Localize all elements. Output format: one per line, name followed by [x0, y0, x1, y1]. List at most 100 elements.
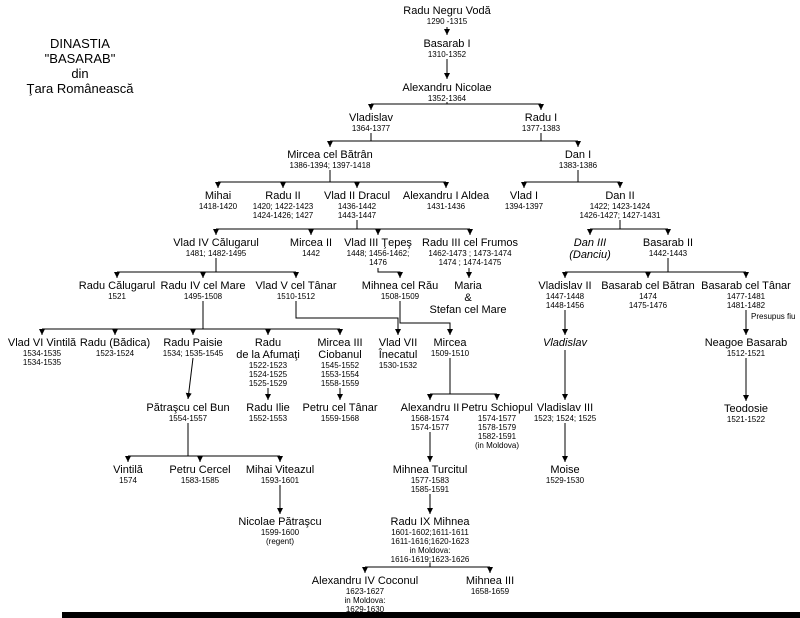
title-line-4: Ţara Românească	[26, 81, 134, 96]
person-name: Maria	[454, 280, 482, 292]
person-name: Vlad IV Călugarul	[173, 237, 259, 249]
person-radu-badica: Radu (Bădica) 1523-1524	[80, 337, 150, 358]
person-dates: (regent)	[265, 537, 294, 546]
person-name: Ciobanul	[318, 349, 362, 361]
person-dates: 1476	[369, 258, 387, 267]
person-dates: 1443-1447	[337, 211, 377, 220]
person-name: Mircea cel Bătrân	[287, 149, 373, 161]
person-dates: 1377-1383	[521, 124, 561, 133]
person-dates: 1310-1352	[427, 50, 467, 59]
person-dates: 1601-1602;1611-1611	[391, 528, 469, 537]
person-radu-calugarul: Radu Călugarul 1521	[79, 280, 155, 301]
person-name: Vlad V cel Tânar	[255, 280, 337, 292]
person-name: Radu Ilie	[246, 402, 290, 414]
person-dates: 1568-1574	[410, 414, 450, 423]
person-dan-i: Dan I 1383-1386	[559, 149, 597, 170]
person-dates: 1436-1442	[337, 202, 377, 211]
person-dates: 1495-1508	[183, 292, 223, 301]
person-name: Stefan cel Mare	[429, 304, 507, 316]
person-mircea: Mircea 1509-1510	[431, 337, 469, 358]
person-name: (Danciu)	[569, 249, 611, 261]
person-dates: 1386-1394; 1397-1418	[289, 161, 371, 170]
person-name: Petru Schiopul	[461, 402, 533, 414]
person-name: Dan III	[573, 237, 607, 249]
person-radu-de-la-afumati: Radu de la Afumaţi 1522-1523 1524-1525 1…	[236, 337, 300, 388]
person-dates: 1447-1448	[545, 292, 585, 301]
person-dates: 1524-1525	[248, 370, 288, 379]
person-basarab-cel-tanar: Basarab cel Tânar 1477-1481 1481-1482	[701, 280, 791, 310]
person-mihai-viteazul: Mihai Viteazul 1593-1601	[246, 464, 314, 485]
person-petru-cel-tanar: Petru cel Tânar 1559-1568	[302, 402, 377, 423]
person-dates: 1585-1591	[410, 485, 450, 494]
person-radu-i: Radu I 1377-1383	[522, 112, 560, 133]
person-alexandru-iv-coconul: Alexandru IV Coconul 1623-1627 in Moldov…	[312, 575, 418, 614]
person-vladislav-iii: Vladislav III 1523; 1524; 1525	[534, 402, 596, 423]
person-dates: 1530-1532	[378, 361, 418, 370]
person-neagoe-basarab: Neagoe Basarab 1512-1521	[705, 337, 788, 358]
person-dates: 1481-1482	[726, 301, 766, 310]
person-radu-ix-mihnea: Radu IX Mihnea 1601-1602;1611-1611 1611-…	[391, 516, 470, 564]
person-vlad-vi-vintila: Vlad VI Vintilă 1534-1535 1534-1535	[8, 337, 76, 367]
title-line-3: din	[71, 66, 89, 81]
person-mircea-cel-batran: Mircea cel Bătrân 1386-1394; 1397-1418	[287, 149, 373, 170]
person-dates: 1418-1420	[198, 202, 238, 211]
person-name: Mircea	[433, 337, 467, 349]
person-dates: 1364-1377	[351, 124, 391, 133]
person-dates: in Moldova:	[409, 546, 451, 555]
person-name: Alexandru I Aldea	[402, 190, 490, 202]
person-dates: 1426-1427; 1427-1431	[579, 211, 661, 220]
person-name: Moise	[550, 464, 580, 476]
person-dates: 1474 ; 1474-1475	[438, 258, 502, 267]
person-name: Mircea II	[289, 237, 333, 249]
person-vlad-vii-inecatul: Vlad VII Înecatul 1530-1532	[379, 337, 418, 370]
title-line-1: DINASTIA	[50, 36, 110, 51]
person-vlad-iv-calugarul: Vlad IV Călugarul 1481; 1482-1495	[173, 237, 259, 258]
person-name: Petru Cercel	[169, 464, 231, 476]
person-name: Alexandru IV Coconul	[311, 575, 419, 587]
person-name: Vintilă	[113, 464, 143, 476]
person-moise: Moise 1529-1530	[546, 464, 584, 485]
person-name: &	[464, 292, 472, 304]
person-radu-paisie: Radu Paisie 1534; 1535-1545	[163, 337, 224, 358]
person-dates: 1521	[108, 292, 126, 301]
person-mircea-iii-ciobanul: Mircea III Ciobanul 1545-1552 1553-1554 …	[317, 337, 362, 388]
person-dates: 1525-1529	[248, 379, 288, 388]
presupus-fiu-label: Presupus fiu	[751, 312, 796, 321]
person-dates: 1578-1579	[477, 423, 517, 432]
person-dates: 1394-1397	[504, 202, 544, 211]
person-name: Înecatul	[378, 349, 418, 361]
person-dates: 1616-1619;1623-1626	[390, 555, 470, 564]
person-dates: 1523; 1524; 1525	[533, 414, 597, 423]
person-name: Mihnea Turcitul	[392, 464, 468, 476]
person-name: Mihai	[204, 190, 232, 202]
person-name: Radu (Bădica)	[79, 337, 151, 349]
person-name: Vlad I	[509, 190, 539, 202]
person-petru-cercel: Petru Cercel 1583-1585	[169, 464, 230, 485]
person-basarab-ii: Basarab II 1442-1443	[643, 237, 693, 258]
person-name: Basarab I	[423, 38, 471, 50]
person-dates: 1611-1616;1620-1623	[390, 537, 470, 546]
person-dates: 1462-1473 ; 1473-1474	[428, 249, 512, 258]
person-mihnea-cel-rau: Mihnea cel Rău 1508-1509	[362, 280, 438, 301]
person-name: Radu IV cel Mare	[160, 280, 246, 292]
person-name: Dan II	[605, 190, 635, 202]
person-vladislav-ii: Vladislav II 1447-1448 1448-1456	[538, 280, 591, 310]
person-dates: 1448; 1456-1462;	[346, 249, 410, 258]
person-name: Radu I	[524, 112, 558, 124]
person-mihnea-iii: Mihnea III 1658-1659	[466, 575, 514, 596]
person-vlad-iii-tepes: Vlad III Ţepeş 1448; 1456-1462; 1476	[344, 237, 412, 267]
person-patrascu-cel-bun: Pătraşcu cel Bun 1554-1557	[146, 402, 229, 423]
person-vladislav: Vladislav 1364-1377	[349, 112, 393, 133]
person-name: Pătraşcu cel Bun	[146, 402, 230, 414]
person-name: Vlad III Ţepeş	[344, 237, 412, 249]
person-dates: 1420; 1422-1423	[252, 202, 314, 211]
person-name: Basarab cel Bătran	[601, 280, 695, 292]
person-dates: 1522-1523	[248, 361, 288, 370]
person-name: Vlad VII	[378, 337, 418, 349]
person-name: Radu III cel Frumos	[422, 237, 518, 249]
person-name: Nicolae Pătraşcu	[238, 516, 322, 528]
person-maria-stefan-cel-mare: Maria & Stefan cel Mare	[429, 280, 506, 316]
person-dates: 1523-1524	[95, 349, 135, 358]
